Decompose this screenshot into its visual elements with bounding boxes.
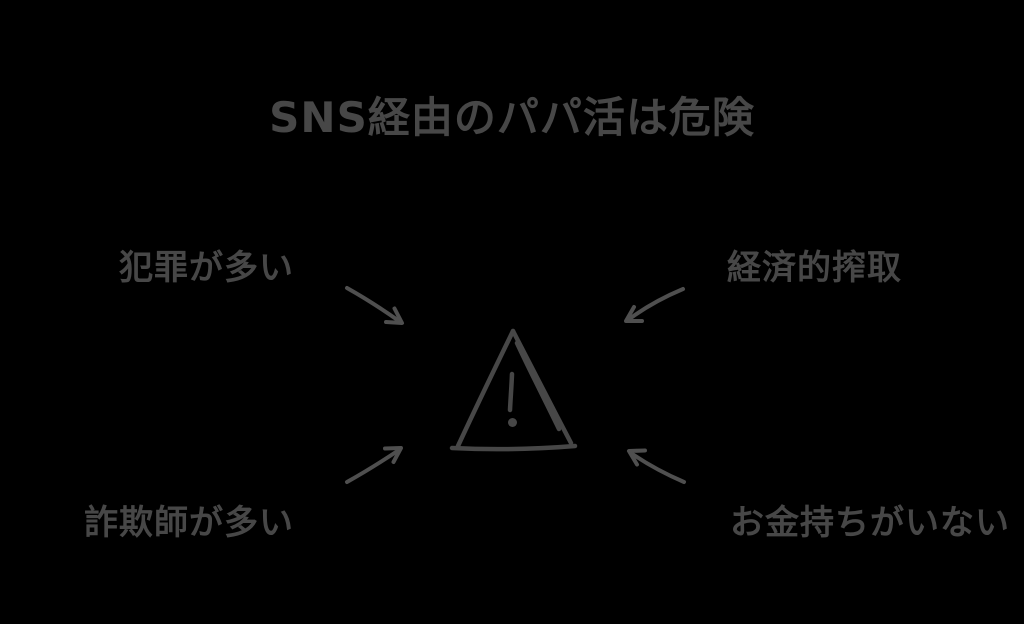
exclamation-dot: [508, 418, 517, 427]
cause-label-no-rich-men: お金持ちがいない: [730, 503, 1010, 543]
cause-label-scammers: 詐欺師が多い: [84, 503, 294, 543]
cause-label-crime: 犯罪が多い: [119, 248, 294, 288]
arrow-bottom-left-icon: [345, 446, 403, 484]
diagram-title: SNS経由のパパ活は危険: [269, 93, 755, 142]
arrow-bottom-right-icon: [627, 448, 686, 484]
arrow-top-right-icon: [624, 287, 685, 323]
arrow-top-left-icon: [345, 286, 404, 325]
cause-label-exploitation: 経済的搾取: [727, 248, 902, 288]
warning-triangle-icon: [449, 328, 578, 452]
